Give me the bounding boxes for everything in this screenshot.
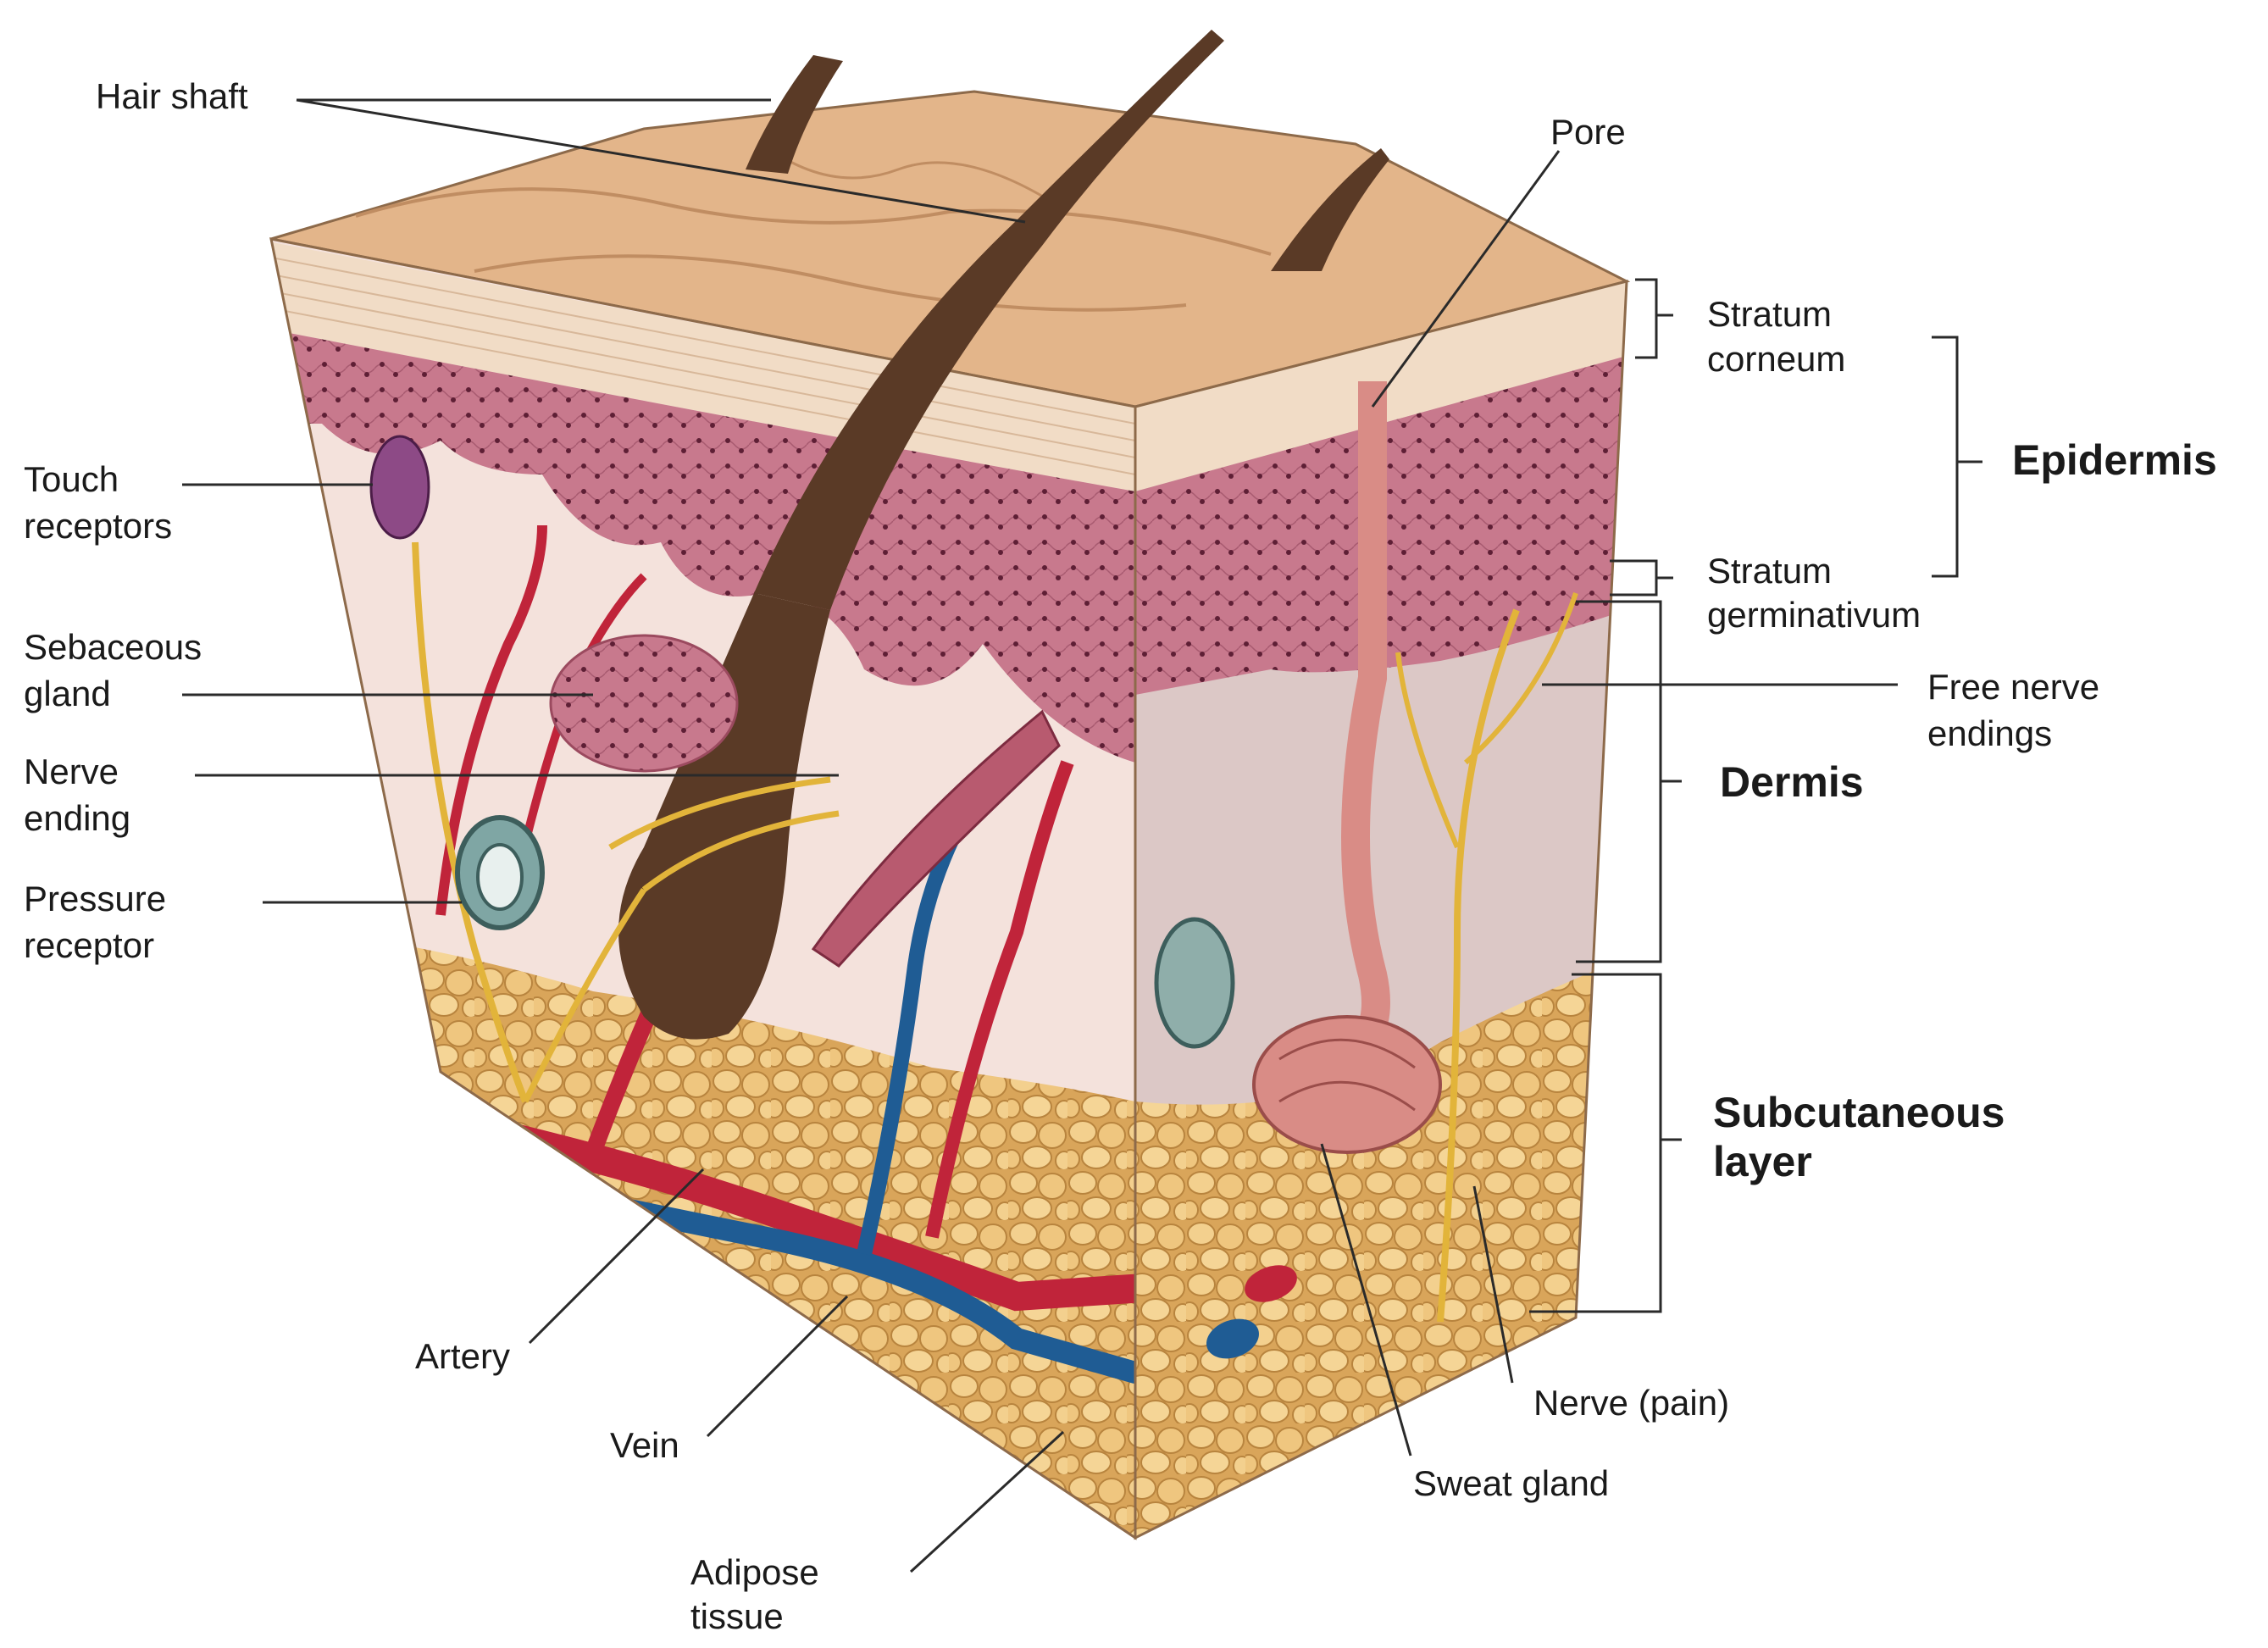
label-free-nerve-endings-2: endings <box>1927 713 2052 753</box>
label-nerve-ending-1: Nerve <box>24 752 119 791</box>
label-pressure-receptor-2: receptor <box>24 925 154 965</box>
bracket-stratum-corneum <box>1635 278 1673 359</box>
side-face-outline <box>1134 280 1628 1540</box>
leader-lines <box>182 98 1898 1573</box>
label-touch-receptors-2: receptors <box>24 506 172 546</box>
label-adipose-tissue-2: tissue <box>690 1596 784 1636</box>
label-adipose-tissue-1: Adipose <box>690 1552 819 1592</box>
bracket-subcutaneous <box>1529 973 1682 1313</box>
brackets <box>1529 278 1982 1313</box>
bracket-dermis <box>1576 600 1682 963</box>
labels: Hair shaft Pore Touch receptors Sebaceou… <box>24 76 2217 1636</box>
bracket-epidermis <box>1932 336 1982 578</box>
label-subcutaneous-layer-2: layer <box>1713 1138 1812 1185</box>
label-touch-receptors-1: Touch <box>24 459 119 499</box>
label-subcutaneous-layer-1: Subcutaneous <box>1713 1089 2005 1136</box>
label-stratum-corneum-1: Stratum <box>1707 294 1832 334</box>
label-hair-shaft: Hair shaft <box>96 76 248 116</box>
label-pore: Pore <box>1550 112 1626 152</box>
label-stratum-corneum-2: corneum <box>1707 339 1845 379</box>
label-artery: Artery <box>415 1336 510 1376</box>
label-pressure-receptor-1: Pressure <box>24 879 166 918</box>
label-epidermis: Epidermis <box>2012 436 2217 484</box>
label-vein: Vein <box>610 1425 679 1465</box>
label-dermis: Dermis <box>1720 758 1864 806</box>
label-free-nerve-endings-1: Free nerve <box>1927 667 2099 707</box>
label-sebaceous-gland-1: Sebaceous <box>24 627 202 667</box>
label-nerve-pain: Nerve (pain) <box>1533 1383 1729 1423</box>
label-stratum-germinativum-1: Stratum <box>1707 551 1832 591</box>
label-sweat-gland: Sweat gland <box>1413 1463 1609 1503</box>
label-nerve-ending-2: ending <box>24 798 130 838</box>
hair-shafts <box>746 30 1389 610</box>
label-sebaceous-gland-2: gland <box>24 674 111 713</box>
bracket-stratum-germinativum <box>1610 559 1673 596</box>
label-stratum-germinativum-2: germinativum <box>1707 595 1921 635</box>
